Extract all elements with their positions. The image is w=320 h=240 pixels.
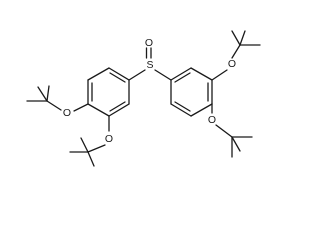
sulfinyl-oxygen-label: O <box>145 37 153 49</box>
double-bond-inner <box>174 72 191 83</box>
molecule-drawing: S O O O O O <box>26 30 261 167</box>
bond <box>231 136 241 152</box>
bond <box>190 103 213 117</box>
bond <box>239 30 246 46</box>
left-para-oxygen-label: O <box>63 107 71 119</box>
bond <box>108 67 130 81</box>
double-bond-inner <box>109 101 126 112</box>
bond <box>211 69 228 81</box>
right-meta-oxygen-label: O <box>228 58 236 70</box>
bond <box>87 67 110 81</box>
left-benzene-ring <box>87 67 130 117</box>
bond <box>215 124 233 138</box>
bond <box>46 85 50 102</box>
right-para-oxygen-label: O <box>208 114 216 126</box>
right-para-tert-butoxy <box>211 103 253 158</box>
sulfoxide-group <box>128 47 172 81</box>
bond <box>190 67 213 81</box>
bond <box>170 103 192 117</box>
bond <box>87 144 106 153</box>
atom-labels: S O O O O O <box>63 37 236 145</box>
bond <box>46 100 62 111</box>
structure-diagram: S O O O O O <box>26 30 261 167</box>
bond <box>80 137 89 153</box>
bond <box>37 86 48 102</box>
left-meta-tert-butoxy <box>69 115 110 167</box>
right-benzene-ring <box>170 67 213 117</box>
left-meta-oxygen-label: O <box>105 133 113 145</box>
bond <box>73 103 89 112</box>
double-bond-inner <box>174 101 191 112</box>
bond <box>108 103 130 117</box>
bond-s-c <box>154 69 172 81</box>
bond <box>87 103 110 117</box>
bond <box>231 44 241 59</box>
left-para-tert-butoxy <box>26 85 89 112</box>
sulfur-atom-label: S <box>146 59 153 71</box>
bond-c-s <box>128 69 146 81</box>
bond <box>170 67 192 81</box>
bond <box>231 30 241 46</box>
double-bond-inner <box>109 72 126 83</box>
bond <box>87 151 95 167</box>
right-meta-tert-butoxy <box>211 30 261 81</box>
